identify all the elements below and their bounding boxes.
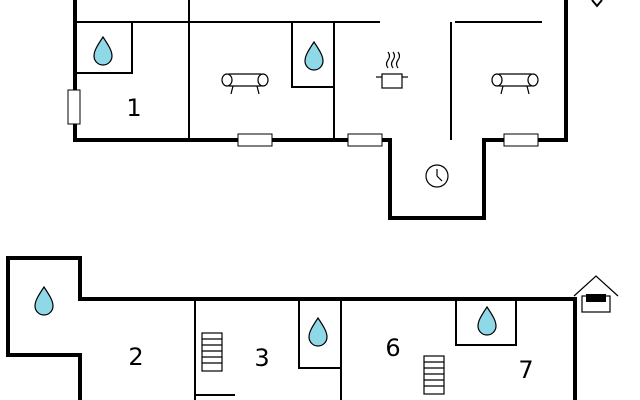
water-drop-icon <box>477 305 497 336</box>
room-number: 7 <box>518 356 533 384</box>
stairs-icon <box>201 332 223 372</box>
stairs-icon <box>423 355 445 395</box>
upper-floor: 1 <box>67 0 603 220</box>
lower-floor-outer-wall <box>6 256 577 400</box>
room-number: 6 <box>385 334 400 362</box>
water-drop-icon <box>308 316 328 347</box>
lower-floor: 2 3 6 7 <box>6 256 619 400</box>
sofa-icon <box>491 73 539 95</box>
bathroom-partition-left <box>75 22 133 74</box>
bathroom-partition-3 <box>298 299 341 369</box>
upper-floor-outer-wall <box>73 0 568 220</box>
water-drop-icon <box>34 285 54 316</box>
bathroom-partition-7 <box>455 299 517 346</box>
water-drop-icon <box>93 35 113 66</box>
cooking-pot-icon <box>376 51 408 89</box>
bathroom-partition-mid <box>291 22 334 88</box>
window <box>503 133 539 147</box>
window <box>67 89 81 125</box>
room-number: 1 <box>126 94 141 122</box>
room-number: 3 <box>254 344 269 372</box>
house-icon <box>573 275 619 313</box>
water-drop-icon <box>304 40 324 71</box>
corner-mark <box>591 0 603 8</box>
clock-icon <box>425 164 449 188</box>
window <box>347 133 383 147</box>
sofa-icon <box>221 73 269 95</box>
room-number: 2 <box>128 343 143 371</box>
window <box>237 133 273 147</box>
